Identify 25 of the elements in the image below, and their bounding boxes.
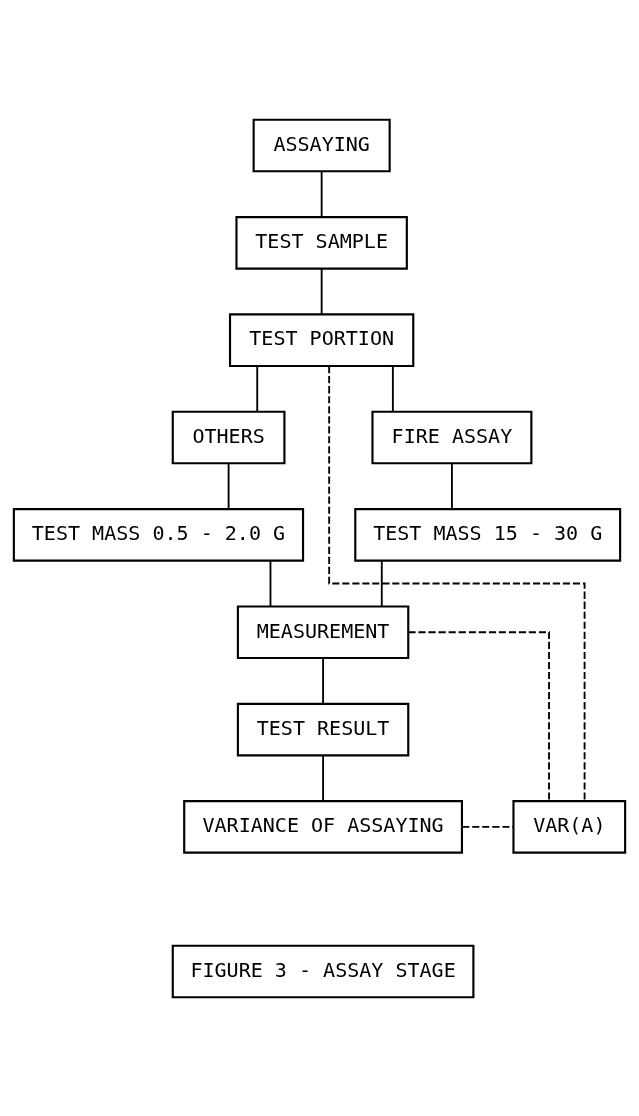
node-box: TEST SAMPLE — [235, 215, 408, 270]
connector — [227, 462, 230, 510]
node-box: TEST MASS 15 - 30 G — [354, 507, 622, 562]
connector — [391, 364, 394, 412]
node-box: VAR(A) — [512, 799, 627, 854]
connector — [322, 656, 324, 704]
connector — [407, 630, 550, 802]
node-box: FIRE ASSAY — [371, 410, 533, 464]
node-box: FIGURE 3 - ASSAY STAGE — [171, 944, 475, 998]
connector — [451, 462, 453, 510]
node-box: TEST MASS 0.5 - 2.0 G — [12, 507, 305, 562]
node-box: MEASUREMENT — [236, 604, 410, 659]
node-box: ASSAYING — [252, 118, 391, 172]
connector — [328, 364, 586, 802]
connector — [320, 170, 323, 218]
node-box: TEST RESULT — [236, 702, 410, 756]
connector — [322, 754, 324, 802]
connector — [269, 559, 272, 607]
connector — [461, 825, 515, 828]
node-box: VARIANCE OF ASSAYING — [183, 799, 463, 854]
connector — [256, 364, 259, 412]
connector — [380, 559, 383, 607]
node-box: TEST PORTION — [228, 312, 415, 367]
node-box: OTHERS — [171, 410, 286, 464]
connector — [320, 267, 323, 315]
